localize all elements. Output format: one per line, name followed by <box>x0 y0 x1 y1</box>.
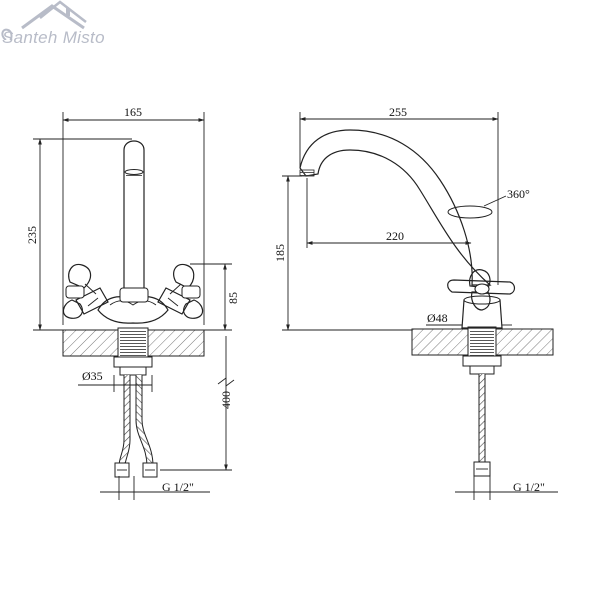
vertical-spout <box>123 140 145 300</box>
front-base-diameter-label: Ø35 <box>82 369 103 383</box>
side-base-diameter-label: Ø48 <box>427 311 448 325</box>
mounting-nut <box>113 356 153 368</box>
handle-height-label: 85 <box>226 292 240 304</box>
front-width-label: 165 <box>124 105 142 119</box>
side-thread-label: G 1/2" <box>513 480 545 494</box>
side-view: 360° 255 220 185 <box>273 105 558 500</box>
left-handle <box>62 263 109 319</box>
front-view: 165 235 85 Ø35 400 <box>25 105 240 500</box>
spout-height-label: 185 <box>273 244 287 262</box>
rotation-label: 360° <box>507 187 530 201</box>
hose-length-label: 400 <box>219 391 233 409</box>
front-height-label: 235 <box>25 226 39 244</box>
front-thread-label: G 1/2" <box>162 480 194 494</box>
flexible-hoses <box>114 375 158 478</box>
spout-reach-label: 220 <box>386 229 404 243</box>
right-handle <box>157 263 204 319</box>
curved-spout <box>299 129 492 286</box>
logo-text: Santeh Misto <box>2 28 105 47</box>
side-reach-label: 255 <box>389 105 407 119</box>
brand-logo: Santeh Misto <box>0 0 135 60</box>
rotation-indicator <box>447 205 493 219</box>
side-handle <box>447 269 516 311</box>
side-hose <box>473 374 491 477</box>
